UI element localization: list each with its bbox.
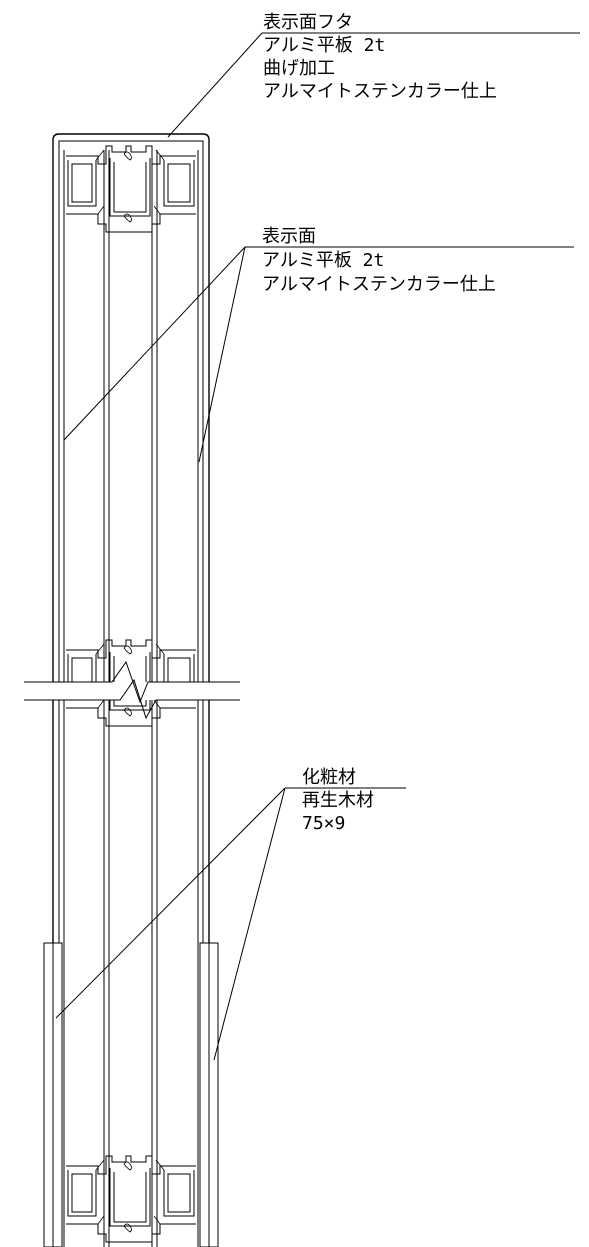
callout-cover: 表示面フタ アルミ平板 2t 曲げ加工 アルマイトステンカラー仕上 bbox=[263, 12, 497, 102]
callout-face-material: アルミ平板 2t bbox=[262, 250, 384, 271]
extrusion-profile-top bbox=[65, 145, 197, 233]
callout-cladding-title: 化粧材 bbox=[302, 767, 356, 788]
leader-lines bbox=[55, 32, 580, 1061]
callout-cladding: 化粧材 再生木材 75×9 bbox=[302, 767, 374, 834]
callout-cover-finish: アルマイトステンカラー仕上 bbox=[263, 81, 497, 102]
callout-cladding-size: 75×9 bbox=[302, 813, 345, 834]
callout-cover-material: アルミ平板 2t bbox=[263, 35, 385, 56]
break-line bbox=[24, 660, 240, 720]
callout-face: 表示面 アルミ平板 2t アルマイトステンカラー仕上 bbox=[262, 226, 496, 295]
callout-cover-process: 曲げ加工 bbox=[263, 58, 335, 79]
callout-cover-title: 表示面フタ bbox=[263, 12, 353, 33]
callout-face-finish: アルマイトステンカラー仕上 bbox=[262, 274, 496, 295]
callout-face-title: 表示面 bbox=[262, 226, 316, 247]
extrusion-profile-bottom bbox=[65, 1155, 197, 1243]
callout-cladding-material: 再生木材 bbox=[302, 790, 374, 811]
cladding-boards bbox=[43, 942, 219, 1247]
